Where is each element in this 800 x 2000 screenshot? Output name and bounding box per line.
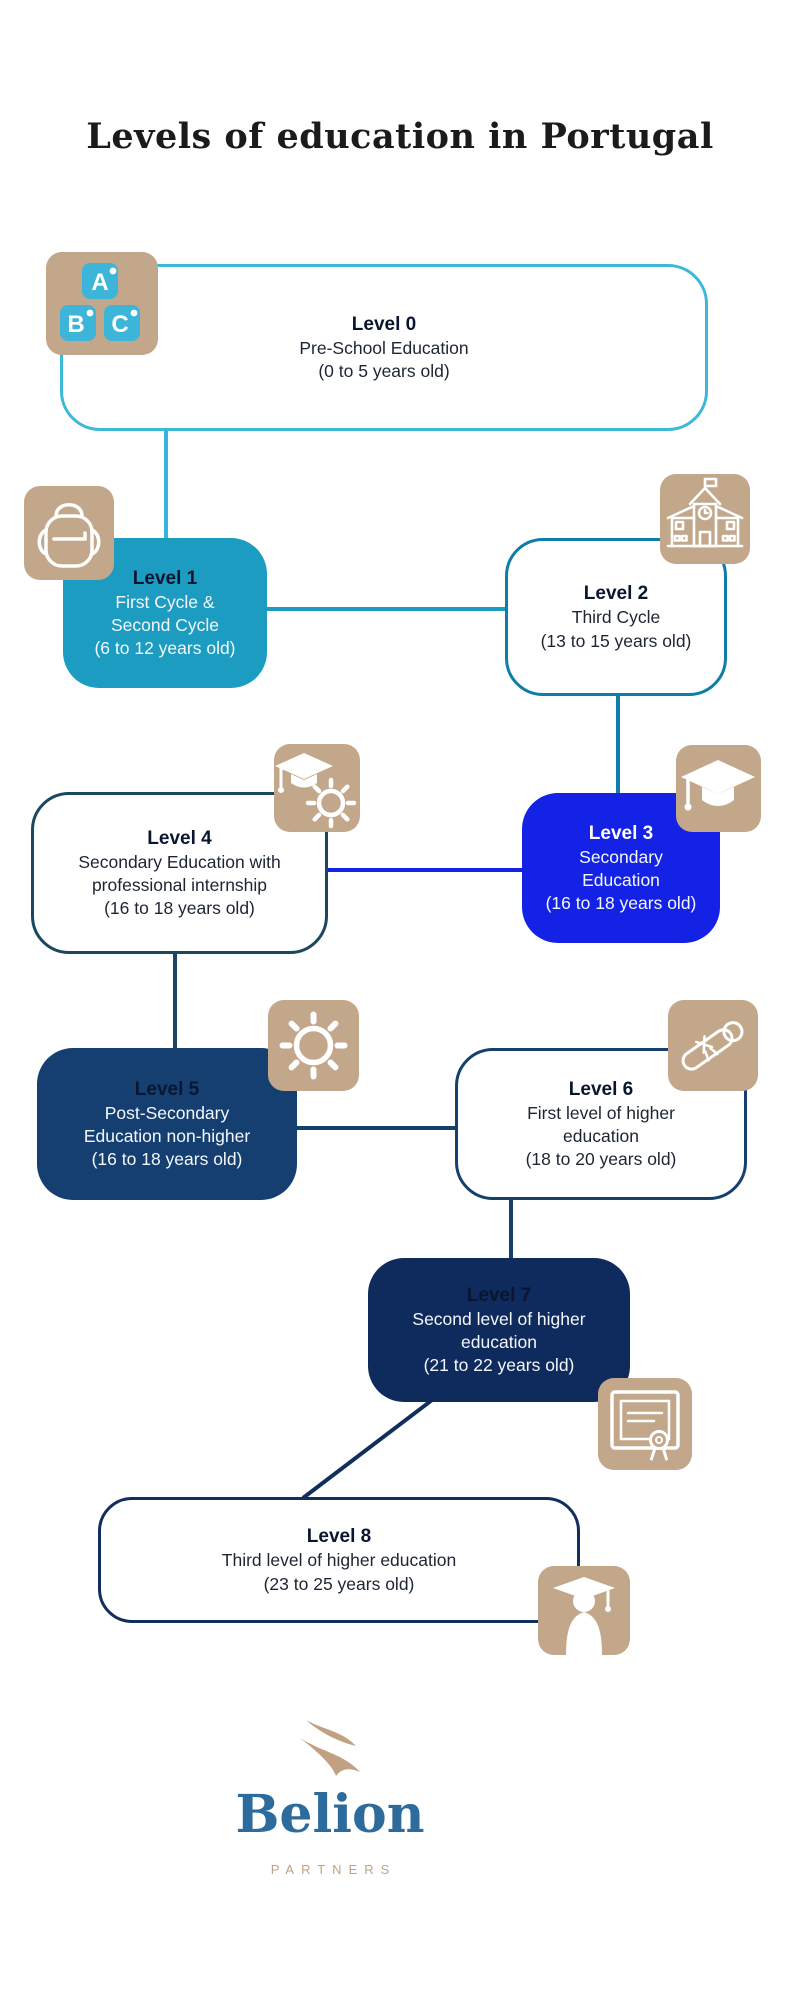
- level-8-label: Level 8: [306, 1526, 372, 1548]
- level-3-age: (16 to 18 years old): [545, 893, 697, 914]
- level-0-box: Level 0 Pre-School Education (0 to 5 yea…: [60, 264, 708, 431]
- level-5-label: Level 5: [134, 1078, 200, 1100]
- belion-logo-wordmark: Belion: [235, 1784, 425, 1845]
- connector-level4-level3: [326, 868, 524, 872]
- level-2-desc: Third Cycle: [571, 607, 661, 628]
- connector-level4-level5: [173, 952, 177, 1050]
- page-title: Levels of education in Portugal: [86, 116, 714, 157]
- level-8-desc: Third level of higher education: [221, 1550, 457, 1571]
- level-3-label: Level 3: [588, 822, 654, 844]
- level-4-desc: professional internship: [91, 874, 268, 895]
- belion-logo-swoosh-icon: [300, 1720, 360, 1776]
- connector-level7-level8: [301, 1397, 435, 1500]
- connector-level6-level7: [509, 1198, 513, 1260]
- level-7-desc: Second level of higher: [412, 1308, 586, 1329]
- level-7-desc: education: [461, 1331, 537, 1352]
- gear-icon: [268, 1000, 359, 1091]
- connector-level5-level6: [295, 1126, 457, 1130]
- level-7-label: Level 7: [466, 1284, 532, 1306]
- graduate-icon: [538, 1566, 630, 1655]
- level-4-label: Level 4: [147, 827, 212, 849]
- level-5-desc: Education non-higher: [83, 1125, 251, 1146]
- certificate-icon: [598, 1378, 692, 1470]
- level-7-age: (21 to 22 years old): [423, 1355, 575, 1376]
- level-5-box: Level 5 Post-Secondary Education non-hig…: [37, 1048, 297, 1200]
- level-1-label: Level 1: [132, 567, 198, 589]
- level-4-desc: Secondary Education with: [78, 851, 281, 872]
- level-6-desc: First level of higher: [527, 1102, 675, 1123]
- level-1-desc: Second Cycle: [111, 614, 219, 635]
- connector-level1-level2: [265, 607, 507, 611]
- level-8-age: (23 to 25 years old): [263, 1573, 415, 1594]
- level-2-age: (13 to 15 years old): [540, 630, 692, 651]
- connector-level0-level1: [164, 430, 168, 542]
- level-4-age: (16 to 18 years old): [104, 898, 255, 919]
- diploma-icon: [668, 1000, 758, 1091]
- level-1-desc: First Cycle &: [115, 591, 215, 612]
- school-icon: [660, 474, 750, 564]
- graduation-cap-icon: [676, 745, 761, 832]
- level-1-box: Level 1 First Cycle & Second Cycle (6 to…: [63, 538, 267, 688]
- level-1-age: (6 to 12 years old): [94, 638, 236, 659]
- svg-text:C: C: [111, 311, 128, 338]
- backpack-icon: [24, 486, 114, 580]
- level-0-desc: Pre-School Education: [299, 337, 469, 358]
- level-3-desc: Secondary: [579, 846, 663, 867]
- level-0-age: (0 to 5 years old): [318, 361, 450, 382]
- level-0-label: Level 0: [351, 313, 417, 335]
- level-6-label: Level 6: [568, 1078, 634, 1100]
- level-6-desc: education: [563, 1125, 639, 1146]
- level-2-box: Level 2 Third Cycle (13 to 15 years old): [505, 538, 727, 696]
- level-2-label: Level 2: [583, 583, 649, 605]
- svg-text:A: A: [91, 269, 108, 296]
- abc-blocks-icon: A B C: [46, 252, 158, 355]
- level-3-desc: Education: [582, 869, 660, 890]
- level-7-box: Level 7 Second level of higher education…: [368, 1258, 630, 1402]
- level-6-age: (18 to 20 years old): [525, 1149, 677, 1170]
- connector-level2-level3: [616, 694, 620, 795]
- belion-logo-subtitle: PARTNERS: [270, 1862, 397, 1877]
- level-5-desc: Post-Secondary: [104, 1102, 230, 1123]
- level-8-box: Level 8 Third level of higher education …: [98, 1497, 580, 1623]
- cap-and-gear-icon: [274, 744, 360, 832]
- level-5-age: (16 to 18 years old): [91, 1149, 243, 1170]
- svg-text:B: B: [67, 311, 84, 338]
